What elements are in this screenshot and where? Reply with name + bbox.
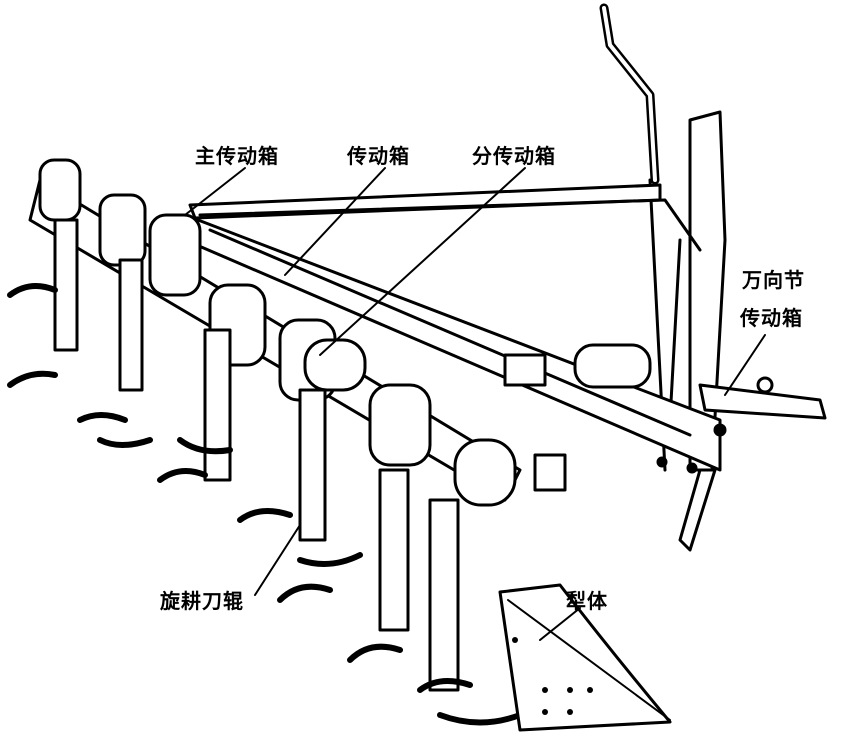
gearbox-units <box>38 158 567 507</box>
tine-arms <box>53 218 460 692</box>
diagonal-brace <box>198 198 702 252</box>
label-universal-joint: 万向节 <box>742 268 805 292</box>
label-rotary-tiller-shaft: 旋耕刀辊 <box>160 589 244 613</box>
label-gearbox: 传动箱 <box>347 144 410 168</box>
label-universal-joint-gearbox: 传动箱 <box>740 306 803 330</box>
label-plow-body: 犁体 <box>566 589 608 613</box>
tiller-blades <box>7 283 523 726</box>
leader-lines <box>184 167 766 641</box>
label-sub-gearbox: 分传动箱 <box>472 144 556 168</box>
pto-shaft <box>698 383 827 420</box>
label-main-gearbox: 主传动箱 <box>195 144 279 168</box>
